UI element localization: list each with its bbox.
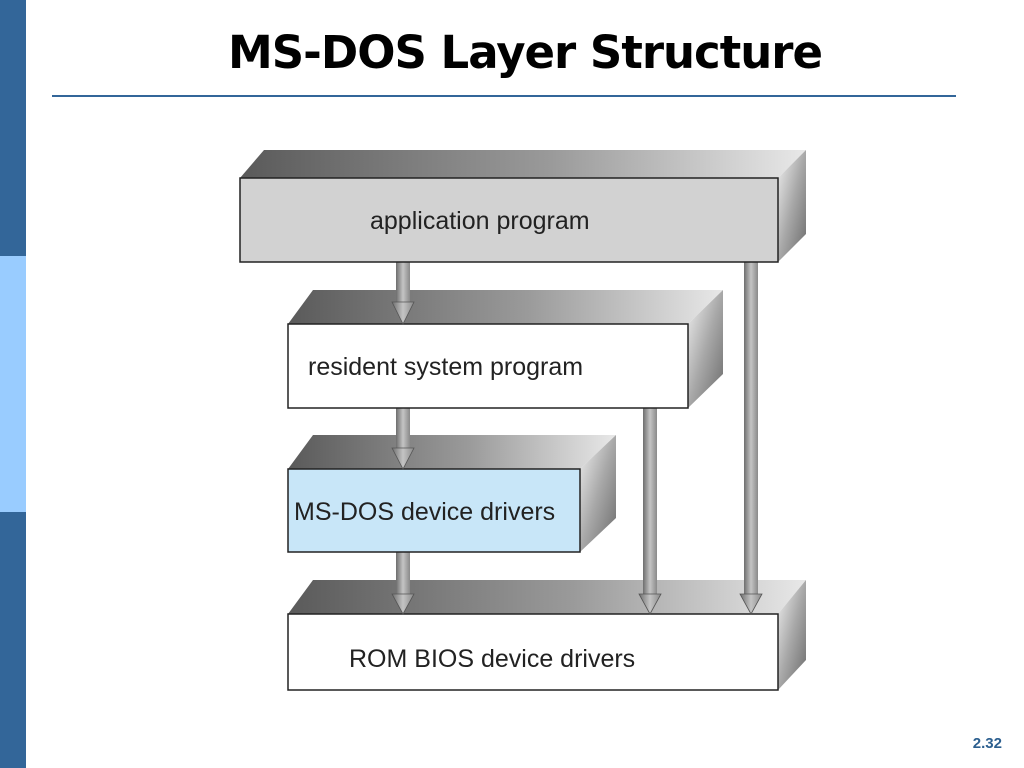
layer-application-program: application program — [239, 150, 806, 263]
layer-msdos-drivers: MS-DOS device drivers — [287, 435, 616, 553]
layer-rom-bios-label: ROM BIOS device drivers — [349, 645, 635, 673]
layer-application-program-side — [778, 150, 806, 262]
layer-rom-bios: ROM BIOS device drivers — [287, 580, 806, 691]
slide-title: MS-DOS Layer Structure — [227, 26, 823, 79]
layer-resident-system: resident system program — [287, 290, 723, 409]
page-number: 2.32 — [972, 735, 1002, 752]
layer-rom-bios-front — [287, 613, 779, 691]
layer-rom-bios-side — [778, 580, 806, 690]
arrow-application-to-resident — [391, 262, 415, 325]
layer-application-program-label: application program — [370, 207, 590, 235]
left-bar-top-segment — [0, 0, 26, 256]
left-accent-bar — [0, 0, 26, 768]
layer-msdos-drivers-front — [287, 468, 581, 553]
layer-rom-bios-top — [288, 580, 806, 614]
layer-resident-system-top — [288, 290, 723, 324]
layer-application-program-top — [240, 150, 806, 178]
layer-resident-system-side — [688, 290, 723, 408]
arrow-msdos-to-bios — [391, 552, 415, 615]
arrow-resident-to-msdos — [391, 408, 415, 470]
layer-msdos-drivers-top — [288, 435, 616, 469]
layer-msdos-drivers-label: MS-DOS device drivers — [294, 498, 555, 526]
arrow-application-to-bios — [739, 262, 763, 615]
left-bar-bottom-segment — [0, 512, 26, 768]
layer-application-program-front — [239, 177, 779, 263]
arrow-resident-to-bios — [638, 408, 662, 615]
title-underline — [52, 95, 956, 97]
layer-resident-system-label: resident system program — [308, 353, 583, 381]
left-bar-middle-segment — [0, 256, 26, 512]
layer-resident-system-front — [287, 323, 689, 409]
layer-msdos-drivers-side — [580, 435, 616, 552]
